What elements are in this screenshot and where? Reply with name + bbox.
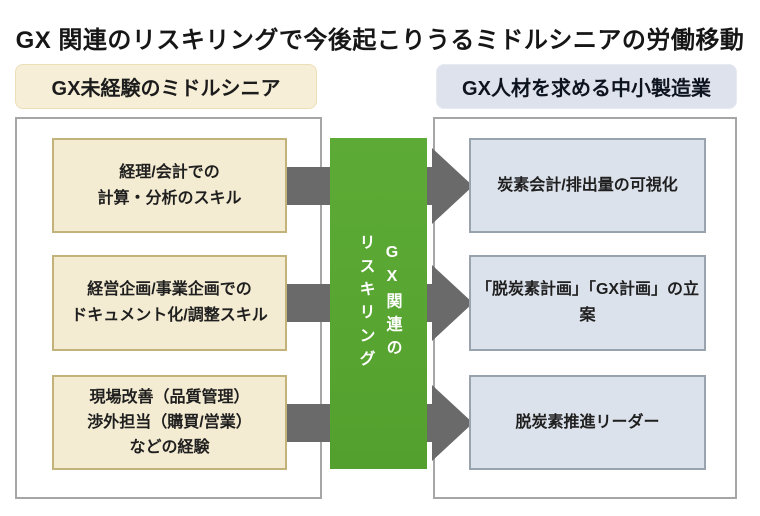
skill-box-accounting: 経理/会計での 計算・分析のスキル — [52, 138, 287, 233]
page-title: GX 関連のリスキリングで今後起こりうるミドルシニアの労働移動 — [15, 27, 745, 54]
reskilling-bridge: GX関連の リスキリング — [330, 138, 427, 469]
need-box-carbon-accounting: 炭素会計/排出量の可視化 — [469, 138, 706, 233]
need-box-decarbon-leader: 脱炭素推進リーダー — [469, 375, 706, 470]
right-column-header: GX人材を求める中小製造業 — [436, 64, 737, 109]
skill-box-field-experience: 現場改善（品質管理） 渉外担当（購買/営業） などの経験 — [52, 375, 287, 470]
skill-box-planning: 経営企画/事業企画での ドキュメント化/調整スキル — [52, 255, 287, 351]
reskilling-bridge-label: GX関連の リスキリング — [356, 233, 401, 374]
left-column-header: GX未経験のミドルシニア — [15, 64, 317, 109]
need-box-gx-plan: 「脱炭素計画」「GX計画」の立案 — [469, 255, 706, 351]
